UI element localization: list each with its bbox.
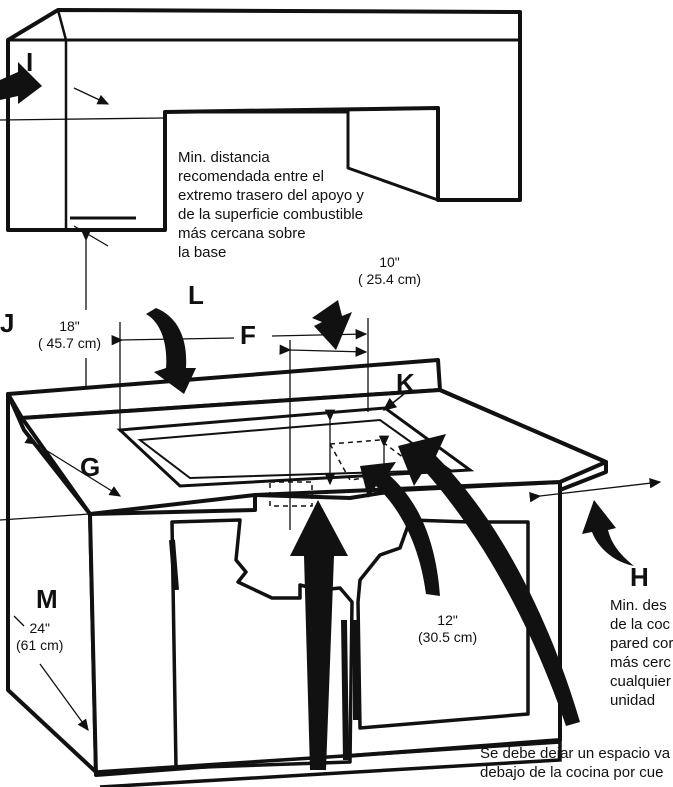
label-g: G (80, 452, 101, 482)
arrow-12-icon (360, 462, 440, 596)
label-h: H (630, 562, 649, 592)
right-note: Min. des de la coc pared cor más cerc cu… (610, 597, 673, 709)
label-i: I (26, 47, 34, 77)
bottom-note: Se debe dejar un espacio va debajo de la… (480, 745, 671, 781)
dimension-10-label: 10" ( 25.4 cm) (358, 254, 422, 287)
top-note: Min. distancia recomendada entre el extr… (178, 149, 364, 261)
label-f: F (240, 320, 256, 350)
arrow-h-icon (582, 500, 634, 566)
cabinet-doors (169, 518, 530, 770)
arrow-i-icon (0, 62, 42, 104)
dimension-24-label: 24" (61 cm) (16, 620, 64, 653)
label-j: J (0, 308, 15, 338)
dimension-12-label: 12" (30.5 cm) (418, 612, 478, 645)
arrow-sweep-icon (398, 434, 580, 726)
label-m: M (36, 584, 58, 614)
label-l: L (188, 280, 204, 310)
arrow-10-icon (312, 300, 352, 350)
arrow-l-icon (146, 308, 196, 394)
dimension-18-label: 18" ( 45.7 cm) (38, 318, 102, 351)
arrow-up-large-icon (290, 500, 348, 770)
label-k: K (396, 368, 415, 398)
